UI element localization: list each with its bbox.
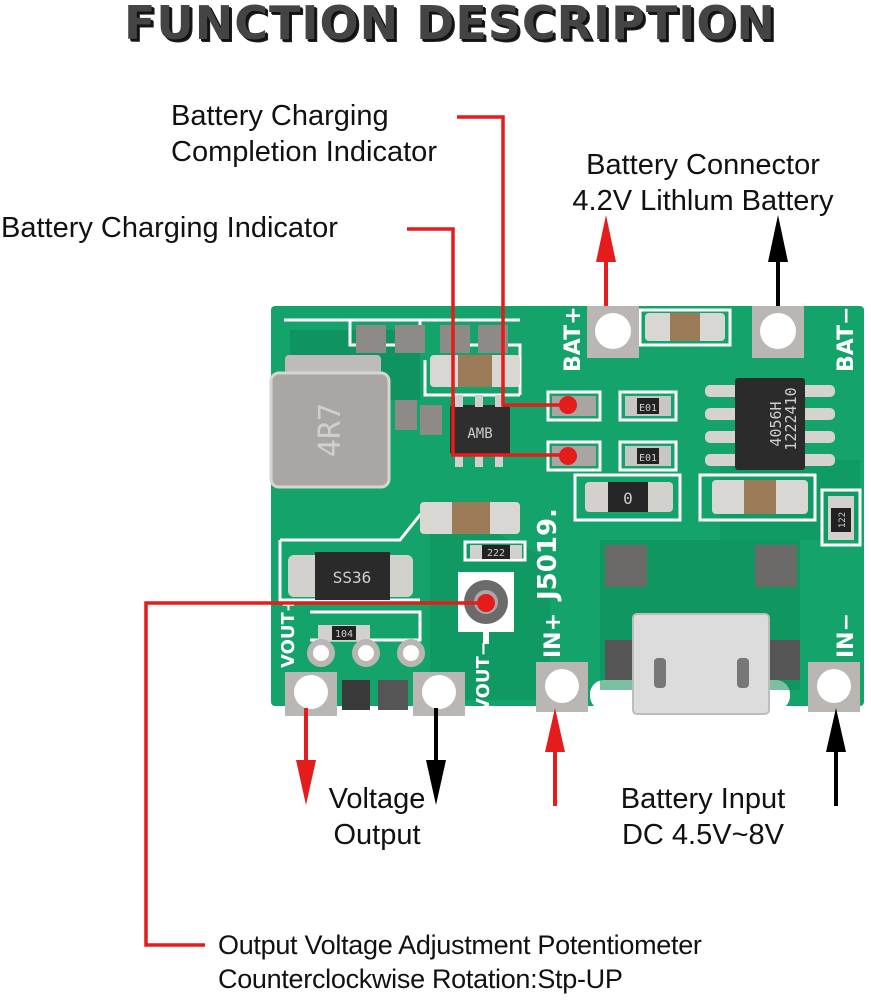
- silk-bat-minus: BAT−: [834, 306, 859, 372]
- battery-connector-line1: Battery Connector: [586, 149, 820, 181]
- arrow-in-minus: [826, 708, 846, 806]
- charging-indicator-line1: Battery Charging Indicator: [1, 212, 338, 244]
- pad-in-minus: [808, 662, 860, 712]
- arrow-bat-plus: [596, 215, 616, 306]
- completion-indicator-leader: [457, 115, 568, 407]
- voltage-output-label: Voltage Output: [312, 781, 442, 853]
- potentiometer-dot: [477, 594, 495, 612]
- silk-vout-plus: VOUT+: [278, 597, 299, 668]
- boost-ic-marking: AMB: [467, 426, 492, 442]
- diode: SS36: [288, 552, 413, 600]
- charger-ic-marking-line2: 1222410: [782, 387, 800, 450]
- completion-indicator-line1: Battery Charging: [171, 100, 389, 132]
- battery-connector-label: Battery Connector 4.2V Lithlum Battery: [548, 147, 858, 219]
- battery-connector-line2: 4.2V Lithlum Battery: [572, 185, 834, 217]
- completion-indicator-line2: Completion Indicator: [171, 136, 437, 168]
- silk-in-minus: IN−: [834, 613, 859, 658]
- resistor-122: 122: [838, 512, 848, 528]
- completion-indicator-label: Battery Charging Completion Indicator: [171, 98, 437, 170]
- arrow-vout-plus: [296, 708, 316, 805]
- silk-vout-minus: VOUT−: [473, 641, 494, 712]
- pad-vout-minus: [413, 672, 465, 716]
- voltage-output-line2: Output: [333, 819, 421, 851]
- resistor-e01-a: E01: [639, 403, 657, 414]
- pad-bat-minus: [752, 306, 804, 358]
- pad-vout-plus: [285, 672, 337, 716]
- pad-bat-plus: [587, 306, 639, 358]
- resistor-222: 222: [487, 548, 505, 559]
- resistor-zero: 0: [623, 489, 633, 508]
- smd-pads-top: [356, 325, 508, 435]
- resistor-104: 104: [335, 629, 353, 640]
- arrow-vout-minus: [426, 708, 446, 805]
- charging-indicator-label: Battery Charging Indicator: [1, 210, 338, 246]
- potentiometer-line1: Output Voltage Adjustment Potentiometer: [218, 930, 702, 960]
- voltage-output-line1: Voltage: [328, 783, 426, 815]
- battery-input-line1: Battery Input: [620, 783, 786, 815]
- resistor-e01-b: E01: [639, 453, 657, 464]
- potentiometer-label: Output Voltage Adjustment Potentiometer …: [218, 928, 702, 996]
- silk-in-plus: IN+: [541, 613, 566, 658]
- charging-indicator-dot: [559, 447, 577, 465]
- battery-input-line2: DC 4.5V~8V: [621, 819, 784, 851]
- silk-board-id: J5019.: [533, 508, 563, 602]
- potentiometer-leader: [144, 601, 486, 947]
- through-holes: [307, 639, 425, 667]
- charger-ic-marking-line1: 4056H: [767, 401, 785, 446]
- charger-ic: 4056H 1222410: [705, 378, 835, 470]
- page-title: FUNCTION DESCRIPTION: [124, 0, 776, 50]
- diode-marking: SS36: [333, 568, 372, 587]
- arrow-in-plus: [545, 708, 565, 806]
- micro-usb-connector: [605, 545, 800, 715]
- annotation-lines: [144, 115, 568, 947]
- annotation-dots: [477, 396, 577, 612]
- inductor: 4R7: [269, 355, 391, 489]
- solder-pads: [285, 306, 860, 716]
- boost-ic: AMB: [450, 395, 510, 467]
- pad-in-plus: [536, 662, 588, 712]
- completion-indicator-dot: [559, 396, 577, 414]
- charging-indicator-leader: [407, 227, 568, 457]
- arrow-bat-minus: [768, 215, 788, 306]
- battery-input-label: Battery Input DC 4.5V~8V: [598, 781, 808, 853]
- potentiometer-line2: Counterclockwise Rotation:Stp-UP: [218, 964, 623, 994]
- inductor-marking: 4R7: [313, 403, 348, 457]
- silk-bat-plus: BAT+: [561, 306, 586, 372]
